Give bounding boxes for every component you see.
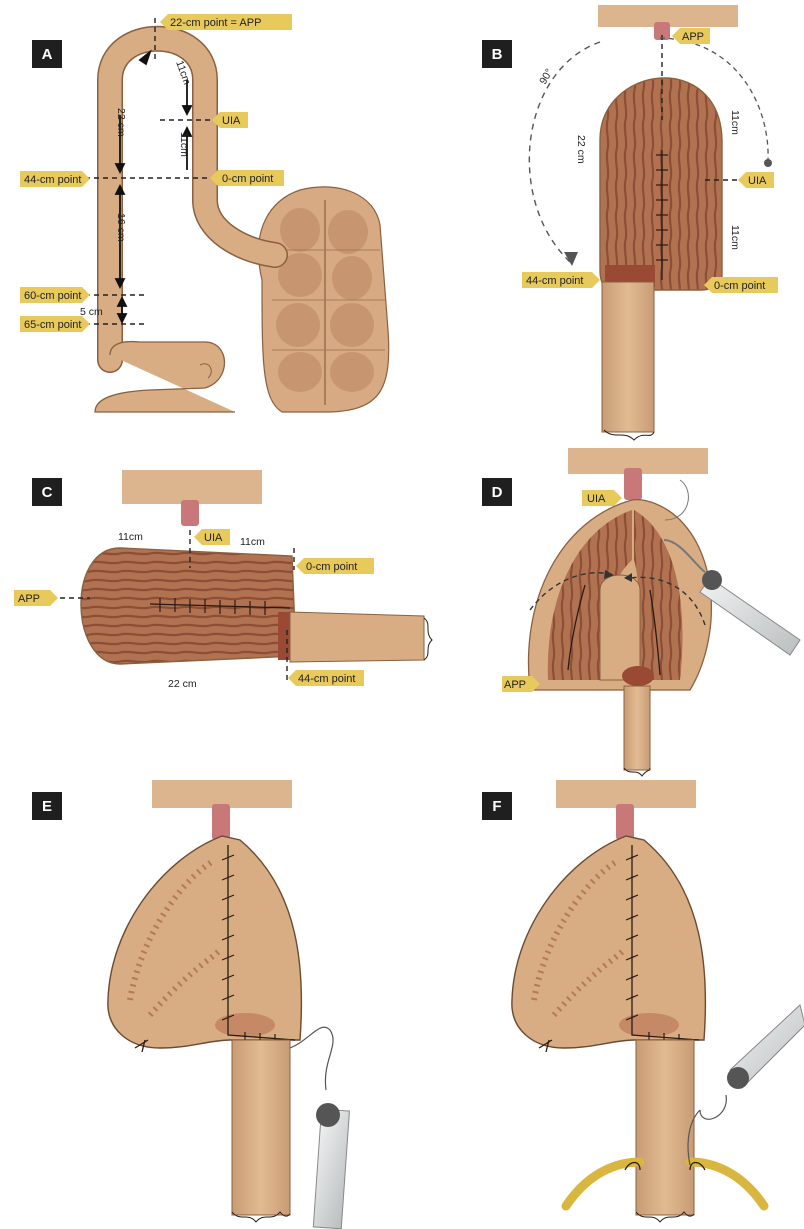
panel-f: F — [482, 780, 804, 1222]
efferent-limb-b — [602, 282, 654, 432]
tag-app-c: APP — [14, 590, 58, 606]
panel-b-badge-label: B — [492, 46, 503, 63]
panel-d: D UIA APP — [482, 448, 800, 776]
measure-22cm-c: 22 cm — [168, 678, 197, 690]
measure-11cm-b2: 11cm — [729, 225, 741, 250]
efferent-limb-d — [624, 686, 650, 770]
tag-app-b: APP — [672, 28, 710, 44]
esophagus-f — [616, 804, 634, 840]
tag-0cm-a: 0-cm point — [210, 170, 284, 186]
measure-11cm-a2: 11cm — [178, 132, 190, 157]
tag-44cm-a: 44-cm point — [20, 171, 90, 187]
svg-text:60-cm point: 60-cm point — [24, 290, 81, 302]
svg-text:0-cm point: 0-cm point — [222, 173, 273, 185]
svg-text:0-cm point: 0-cm point — [714, 280, 765, 292]
svg-text:APP: APP — [18, 593, 40, 605]
colon — [258, 187, 388, 412]
svg-text:UIA: UIA — [204, 532, 223, 544]
measure-11cm-b1: 11cm — [729, 110, 741, 135]
svg-text:65-cm point: 65-cm point — [24, 319, 81, 331]
tag-65cm-a: 65-cm point — [20, 316, 90, 332]
needle-driver-e — [290, 1027, 349, 1229]
tag-0cm-c: 0-cm point — [296, 558, 374, 574]
tag-uia-b: UIA — [738, 172, 774, 188]
tag-app-d: APP — [502, 676, 540, 692]
svg-text:0-cm point: 0-cm point — [306, 561, 357, 573]
measure-5cm-a: 5 cm — [80, 306, 103, 318]
svg-text:UIA: UIA — [587, 493, 606, 505]
abdominal-wall-f — [556, 780, 696, 808]
tag-44cm-c: 44-cm point — [288, 670, 364, 686]
abdominal-wall-c — [122, 470, 262, 504]
measure-22cm-a: 22 cm — [115, 108, 127, 137]
measurement-arrows-a — [116, 52, 191, 322]
tag-uia-d: UIA — [582, 490, 622, 506]
pouch-outline-b — [600, 78, 722, 290]
abdominal-wall-e — [152, 780, 292, 808]
measure-16cm-a: 16 cm — [115, 213, 127, 242]
measure-22cm-b: 22 cm — [575, 135, 587, 164]
efferent-limb-f — [636, 1040, 694, 1215]
measure-11cm-c2: 11cm — [240, 536, 265, 548]
measure-11cm-c1: 11cm — [118, 531, 143, 543]
tag-60cm-a: 60-cm point — [20, 287, 90, 303]
pouch-outline-c — [81, 548, 296, 664]
needle-driver-f — [688, 1005, 804, 1165]
tag-0cm-b: 0-cm point — [704, 277, 778, 293]
svg-text:APP: APP — [504, 679, 526, 691]
panel-b: B 90° 22 cm 11cm 11cm APP UIA — [482, 5, 778, 440]
tag-uia-c: UIA — [194, 529, 230, 545]
small-bowel-bottom — [95, 342, 235, 412]
panel-c: C 11cm 11cm 22 cm UIA APP — [14, 470, 432, 690]
svg-text:44-cm point: 44-cm point — [526, 275, 583, 287]
svg-text:APP: APP — [682, 31, 704, 43]
tag-app-a: 22-cm point = APP — [160, 14, 292, 30]
panel-e-badge-label: E — [42, 798, 52, 815]
panel-d-badge-label: D — [492, 484, 503, 501]
small-bowel-loop — [110, 39, 275, 360]
efferent-limb-e — [232, 1040, 290, 1215]
esophagus-d — [624, 468, 642, 500]
tag-44cm-b: 44-cm point — [522, 272, 600, 288]
svg-text:44-cm point: 44-cm point — [298, 673, 355, 685]
panel-e: E — [32, 780, 349, 1229]
efferent-limb-c — [290, 612, 424, 662]
measure-90deg-b: 90° — [537, 67, 555, 87]
panel-a: A — [20, 14, 389, 412]
svg-text:44-cm point: 44-cm point — [24, 174, 81, 186]
panel-c-badge-label: C — [42, 484, 53, 501]
panel-f-badge-label: F — [492, 798, 501, 815]
svg-text:22-cm point = APP: 22-cm point = APP — [170, 17, 261, 29]
esophagus-e — [212, 804, 230, 840]
esophagus-c — [181, 500, 199, 526]
svg-text:UIA: UIA — [748, 175, 767, 187]
svg-text:UIA: UIA — [222, 115, 241, 127]
panel-a-badge-label: A — [42, 46, 53, 63]
